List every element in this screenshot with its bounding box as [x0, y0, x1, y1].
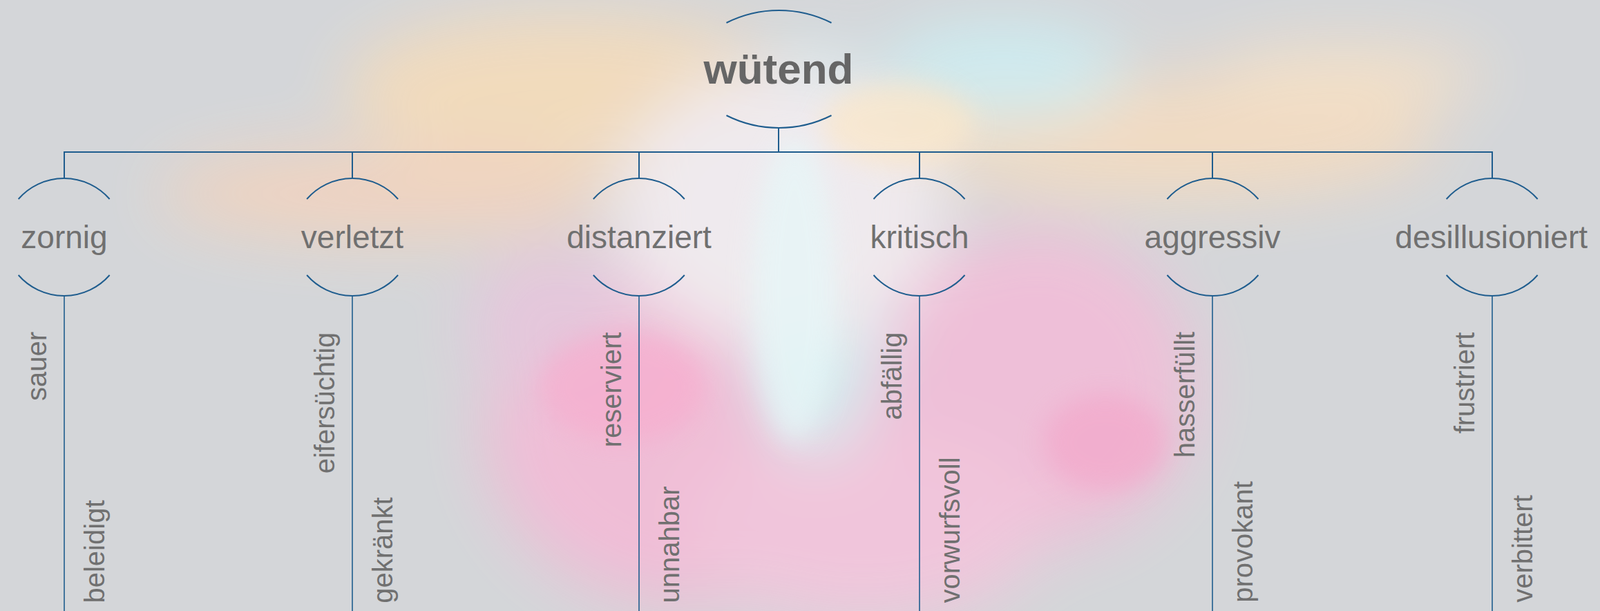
synonym-label: sauer	[21, 331, 52, 401]
tree-connector	[778, 127, 1493, 179]
tree-connector	[778, 127, 920, 179]
emotion-node: distanziert	[558, 178, 720, 296]
synonym-label: abfällig	[876, 331, 908, 420]
leader-line	[1491, 295, 1493, 611]
top-arc	[306, 178, 398, 199]
emotion-node: desillusioniert	[1386, 178, 1596, 296]
emotion-label: zornig	[20, 218, 108, 256]
emotion-label: kritisch	[869, 218, 969, 256]
top-arc	[726, 10, 832, 23]
tree-connector	[639, 127, 779, 179]
leader-line	[1211, 295, 1214, 611]
bottom-arc	[1446, 274, 1538, 296]
synonym-label: verbittert	[1507, 494, 1538, 603]
leader-line	[918, 295, 921, 611]
synonym-label: eifersüchtig	[309, 331, 340, 474]
top-arc	[1166, 178, 1259, 199]
bottom-arc	[306, 274, 398, 296]
emotion-label: desillusioniert	[1394, 218, 1588, 256]
leader-line	[351, 295, 354, 611]
emotion-node: aggressiv	[1136, 178, 1290, 296]
top-arc	[593, 178, 685, 199]
synonym-label: hasserfüllt	[1169, 331, 1200, 458]
top-arc	[18, 178, 110, 199]
emotion-label: verletzt	[301, 218, 404, 256]
tree-connector	[778, 127, 1213, 179]
bottom-arc	[593, 274, 685, 296]
top-arc	[873, 178, 966, 199]
synonym-label: vorwurfsvoll	[934, 456, 966, 603]
emotion-node: zornig	[12, 178, 116, 296]
tree-connector	[352, 127, 779, 179]
synonym-label: beleidigt	[79, 499, 110, 603]
bottom-arc	[873, 274, 966, 296]
emotion-node: verletzt	[292, 178, 412, 296]
synonym-label: frustriert	[1449, 331, 1480, 434]
synonym-label: reserviert	[596, 331, 627, 447]
root-emotion-node: wütend	[695, 10, 863, 128]
root-label: wütend	[703, 44, 854, 94]
tree-connector	[64, 127, 779, 179]
top-arc	[1446, 178, 1538, 199]
bottom-arc	[1166, 274, 1259, 296]
synonym-label: provokant	[1227, 480, 1259, 603]
bottom-arc	[18, 274, 110, 296]
emotion-node: kritisch	[861, 178, 977, 296]
bottom-arc	[726, 115, 832, 128]
emotion-label: distanziert	[566, 218, 712, 256]
synonym-label: gekränkt	[367, 496, 398, 603]
leader-line	[638, 295, 640, 611]
emotion-label: aggressiv	[1144, 218, 1281, 256]
leader-line	[63, 295, 65, 611]
synonym-label: unnahbar	[654, 485, 685, 603]
